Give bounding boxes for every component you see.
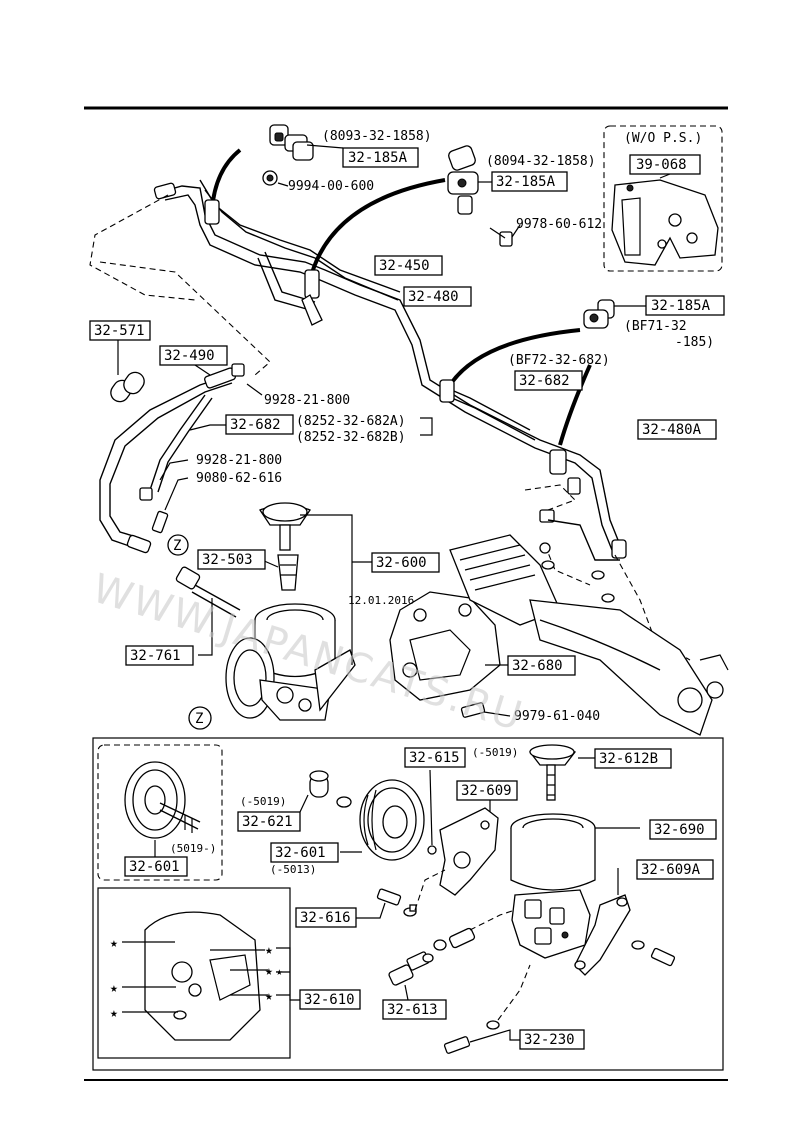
label-9994: 9994-00-600 bbox=[288, 179, 374, 194]
label-32-601-a: 32-601 bbox=[275, 845, 326, 861]
power-steering-pump bbox=[225, 502, 356, 721]
label-39-068: 39-068 bbox=[636, 157, 687, 173]
z-circle-2 bbox=[188, 706, 212, 730]
steering-gear bbox=[449, 534, 729, 736]
hose-32-571 bbox=[110, 371, 145, 403]
star-4: ★ bbox=[265, 943, 273, 958]
star-1: ★ bbox=[110, 936, 118, 951]
label-32-682-a: 32-682 bbox=[519, 373, 570, 389]
pump-body bbox=[511, 889, 591, 959]
label-5019-a: (-5019) bbox=[472, 746, 518, 759]
label-32-185a-2: 32-185A bbox=[496, 174, 556, 190]
hose-32-490 bbox=[99, 363, 245, 554]
label-32-571: 32-571 bbox=[94, 323, 145, 339]
spacer-32-621 bbox=[309, 770, 352, 808]
pulley-main bbox=[359, 779, 425, 861]
label-8094: (8094-32-1858) bbox=[486, 154, 596, 169]
pipe-assembly bbox=[153, 148, 627, 559]
label-bf71-b: -185) bbox=[675, 335, 714, 350]
bottom-frame bbox=[92, 737, 724, 1071]
label-32-609: 32-609 bbox=[461, 783, 512, 799]
label-32-680: 32-680 bbox=[512, 658, 563, 674]
star-3: ★ bbox=[110, 1006, 118, 1021]
label-32-610: 32-610 bbox=[304, 992, 355, 1008]
label-9928-a: 9928-21-800 bbox=[264, 393, 350, 408]
label-boxes bbox=[89, 147, 725, 1050]
label-32-490: 32-490 bbox=[164, 348, 215, 364]
label-8093: (8093-32-1858) bbox=[322, 129, 432, 144]
z-circle-1 bbox=[167, 534, 189, 556]
label-5019-b: (-5019) bbox=[240, 795, 286, 808]
label-32-616: 32-616 bbox=[300, 910, 351, 926]
bolt-32-761 bbox=[175, 566, 241, 618]
label-32-682-b: 32-682 bbox=[230, 417, 281, 433]
cap-32-612b bbox=[528, 744, 577, 801]
pulley-inset bbox=[124, 761, 201, 839]
pulley-subbox bbox=[97, 744, 223, 881]
label-8252-b: (8252-32-682B) bbox=[296, 430, 406, 445]
fittings-right bbox=[539, 509, 620, 603]
label-32-615: 32-615 bbox=[409, 750, 460, 766]
label-32-600: 32-600 bbox=[376, 555, 427, 571]
bracket-32-680 bbox=[389, 591, 501, 718]
label-32-185a-3: 32-185A bbox=[651, 298, 711, 314]
label-9978: 9978-60-612 bbox=[516, 217, 602, 232]
label-8252-a: (8252-32-682A) bbox=[296, 414, 406, 429]
label-32-503: 32-503 bbox=[202, 552, 253, 568]
label-32-621: 32-621 bbox=[242, 814, 293, 830]
sensor-32-230 bbox=[443, 1020, 500, 1054]
label-9080: 9080-62-616 bbox=[196, 471, 282, 486]
label-9979: 9979-61-040 bbox=[514, 709, 600, 724]
label-5019-c: (5019-) bbox=[170, 842, 216, 855]
label-32-609a: 32-609A bbox=[641, 862, 701, 878]
wo-ps-box bbox=[603, 125, 723, 272]
star-2: ★ bbox=[110, 981, 118, 996]
label-wo-ps: (W/O P.S.) bbox=[624, 131, 702, 146]
star-7: ★ bbox=[276, 965, 283, 978]
label-32-185a-1: 32-185A bbox=[348, 150, 408, 166]
bolt-right bbox=[631, 940, 676, 967]
star-5: ★ bbox=[265, 964, 273, 979]
label-5013: (-5013) bbox=[270, 863, 316, 876]
label-bf71-a: (BF71-32 bbox=[624, 319, 687, 334]
bolts-32-616 bbox=[376, 888, 417, 917]
label-bf72: (BF72-32-682) bbox=[508, 353, 610, 368]
star-6: ★ bbox=[265, 989, 273, 1004]
label-9928-b: 9928-21-800 bbox=[196, 453, 282, 468]
bracket-39-068 bbox=[611, 179, 719, 266]
label-stamp: 12.01.2016 bbox=[348, 594, 414, 607]
label-32-690: 32-690 bbox=[654, 822, 705, 838]
label-32-480: 32-480 bbox=[408, 289, 459, 305]
bracket-32-609a bbox=[574, 894, 631, 976]
label-32-230: 32-230 bbox=[524, 1032, 575, 1048]
label-32-761: 32-761 bbox=[130, 648, 181, 664]
bracket-32-609 bbox=[439, 807, 499, 896]
label-32-480a: 32-480A bbox=[642, 422, 702, 438]
label-32-612b: 32-612B bbox=[599, 751, 658, 767]
valve-32-613 bbox=[388, 927, 476, 986]
label-32-613: 32-613 bbox=[387, 1002, 438, 1018]
clamp-185a-mid bbox=[447, 145, 513, 247]
label-32-601-b: 32-601 bbox=[129, 859, 180, 875]
pump-housing bbox=[144, 911, 261, 1041]
reservoir-32-690 bbox=[510, 813, 596, 891]
label-32-450: 32-450 bbox=[379, 258, 430, 274]
clamp-185a-top bbox=[262, 124, 314, 186]
label-z-2: Z bbox=[195, 711, 203, 727]
label-z-1: Z bbox=[173, 538, 181, 554]
clamp-185a-right bbox=[583, 299, 615, 329]
